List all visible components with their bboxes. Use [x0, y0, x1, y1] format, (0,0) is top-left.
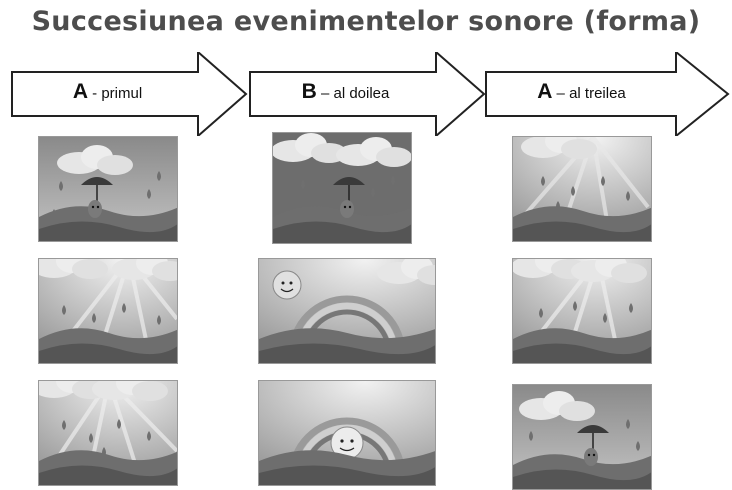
arrow-a-first: A - primul: [10, 52, 250, 136]
arrow-label: A - primul: [10, 80, 205, 104]
arrow-a-third: A – al treilea: [484, 52, 732, 136]
page-title: Succesiunea evenimentelor sonore (forma): [31, 6, 701, 37]
arrow-label: A – al treilea: [484, 80, 679, 104]
arrow-letter: A: [537, 80, 553, 103]
thumb-rain-umbrella-drop-dark: [272, 132, 412, 244]
arrow-letter: A: [72, 80, 88, 103]
thumb-rain-sunrays: [38, 258, 178, 364]
thumb-rain-umbrella-drop: [512, 384, 652, 490]
arrow-b-second: B – al doilea: [248, 52, 488, 136]
thumb-sun-rainbow: [258, 258, 436, 364]
thumb-rain-cloud-sunrays: [512, 258, 652, 364]
arrow-letter: B: [301, 80, 317, 103]
thumb-rain-umbrella-drop: [38, 136, 178, 242]
arrow-text: - primul: [88, 85, 143, 102]
arrow-text: – al treilea: [552, 85, 626, 102]
arrow-label: B – al doilea: [248, 80, 443, 104]
arrow-text: – al doilea: [316, 85, 390, 102]
thumb-sun-face-rainbow: [258, 380, 436, 486]
thumb-rain-sunrays: [512, 136, 652, 242]
thumb-rain-sunrays: [38, 380, 178, 486]
